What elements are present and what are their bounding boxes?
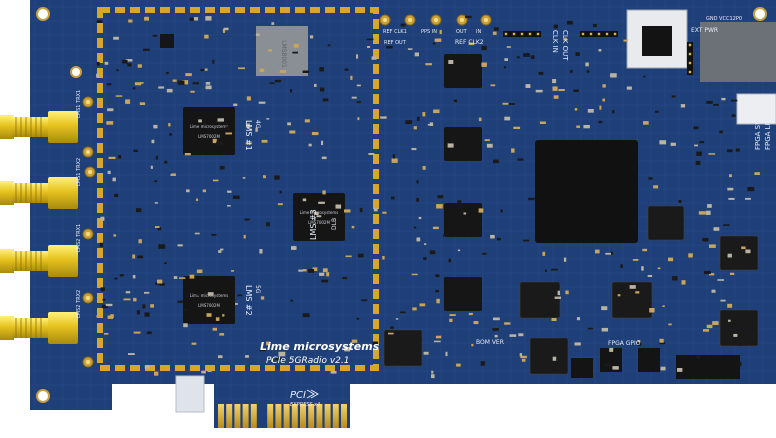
ufl-connectors: [82, 14, 492, 368]
silk-lms3-sub: DLB: [331, 218, 338, 230]
pin-header: [580, 31, 618, 37]
silk-lms3: LMS #3: [309, 209, 318, 240]
silk-gnd-vcc: GND VCC12P0: [706, 16, 742, 22]
oscillator-module: [626, 9, 688, 69]
silk-in: IN: [476, 29, 481, 35]
gold-finger: [324, 404, 331, 428]
gold-finger: [316, 404, 323, 428]
silk-fpga-switch: FPGA SWITCH: [754, 102, 762, 150]
gold-finger: [234, 404, 241, 428]
gold-finger: [250, 404, 257, 428]
silk-lms2-sub: 5G: [254, 285, 261, 294]
gold-finger: [291, 404, 298, 428]
brand-block: Lime microsystems PCIe 5GRadio v2.1: [260, 340, 380, 366]
silk-ref-clk2: REF CLK2: [455, 39, 484, 46]
smd-components: [96, 15, 760, 379]
board-model: PCIe 5GRadio v2.1: [266, 356, 349, 366]
silk-fpga-leds: FPGA LEDS: [764, 111, 772, 150]
rf-shield-frame: [97, 7, 379, 371]
silk-lms2: LMS #2: [244, 285, 253, 316]
gold-finger: [226, 404, 233, 428]
memory-chips: [160, 34, 482, 311]
grey-shield-can: LMS8001: [256, 26, 308, 76]
silk-pps-in: PPS IN: [421, 29, 437, 35]
bracket-notch: [175, 375, 205, 413]
silk-ext-pwr: EXT PWR: [691, 27, 718, 34]
gold-finger: [275, 404, 282, 428]
power-modules: [383, 205, 759, 375]
pin-header: [503, 31, 541, 37]
chip3-part: LMS7002M: [198, 303, 220, 308]
pin-header: [687, 42, 693, 75]
silk-lms1: LMS #1: [244, 120, 253, 151]
pci-logo-text: PCI: [290, 390, 306, 401]
silk-bom-ver: BOM VER: [476, 339, 504, 346]
chip1-part: LMS7002M: [198, 134, 220, 139]
mounting-holes: [36, 7, 767, 403]
silk-lms1-sub: 4G: [254, 120, 261, 129]
pci-express-text: EXPRESS x4: [290, 402, 320, 408]
gold-finger: [283, 404, 290, 428]
gold-finger: [341, 404, 347, 428]
silk-ref-out: REF OUT: [384, 40, 407, 46]
silk-sma-4: LMS2 TRX2: [76, 290, 82, 318]
right-side-connectors: [571, 22, 776, 379]
gold-finger: [300, 404, 306, 428]
gold-finger: [242, 404, 249, 428]
sma-connector: [0, 245, 78, 277]
fpga-chip: [535, 140, 638, 243]
sma-connector: [0, 177, 78, 209]
sma-connector: [0, 312, 78, 344]
gold-finger: [332, 404, 339, 428]
silk-clk-in: CLK IN: [551, 30, 559, 53]
sma-connector: [0, 111, 78, 143]
silk-fpga-gpio: FPGA GPIO: [608, 340, 641, 347]
pcie-gold-fingers: [214, 400, 350, 428]
chip1-brand: Lime microsystems: [190, 124, 229, 129]
silk-clk-out: CLK OUT: [561, 30, 569, 61]
silk-sma-2: LMS1 TRX2: [76, 158, 82, 186]
silkscreen: REF CLK1 PPS IN OUT IN REF CLK2 REF OUT …: [76, 16, 772, 347]
silk-ref-clk1: REF CLK1: [383, 29, 407, 35]
silk-sma-3: LMS2 TRX1: [76, 224, 82, 252]
shield-can-text: LMS8001: [280, 40, 287, 68]
silk-out: OUT: [456, 29, 468, 35]
silk-sma-1: LMS1 TRX1: [76, 90, 82, 118]
chip2-brand: Lime microsystems: [300, 210, 339, 215]
gold-finger: [308, 404, 315, 428]
brand-name: Lime microsystems: [260, 340, 380, 353]
gold-finger: [218, 404, 224, 428]
lms7002m-chip-1: Lime microsystems LMS7002M: [183, 107, 235, 155]
chip2-part: LMS7002M: [308, 220, 330, 225]
sma-connectors: [0, 111, 78, 344]
pci-express-logo: PCI EXPRESS x4: [290, 389, 320, 408]
gold-finger: [267, 404, 274, 428]
